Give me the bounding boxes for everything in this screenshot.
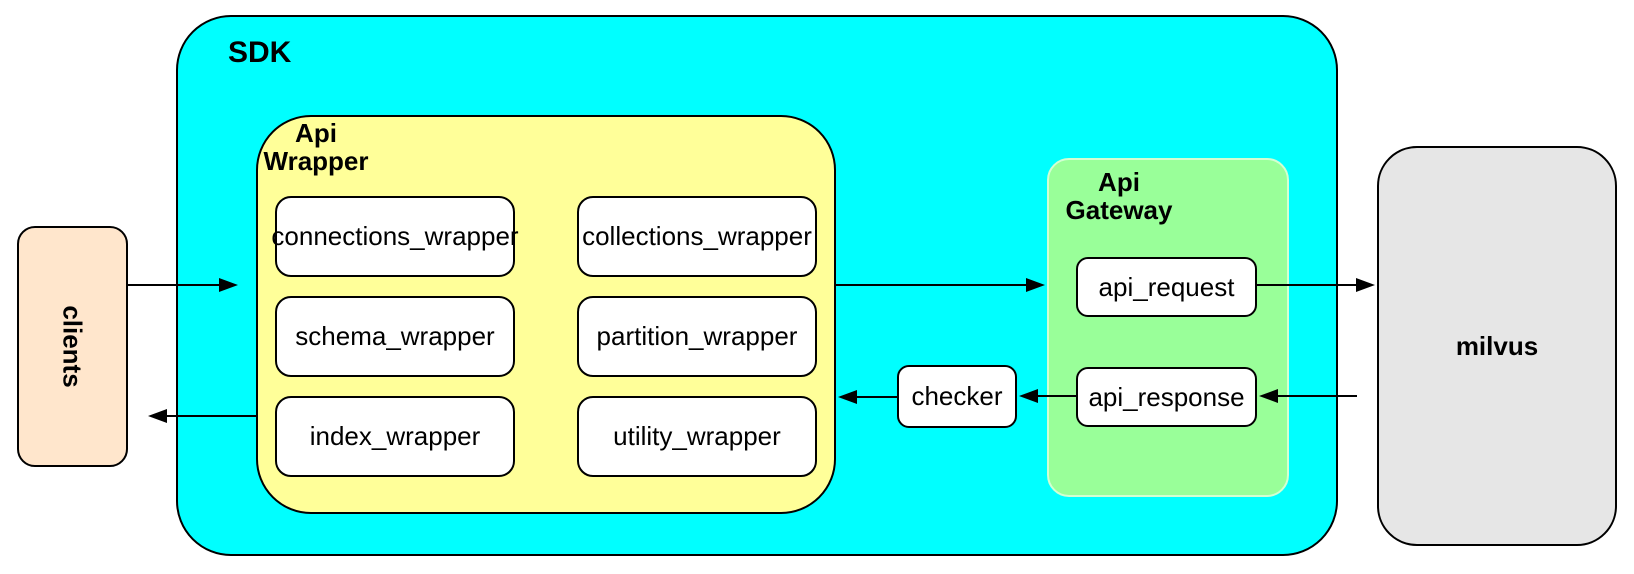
connections-wrapper-label: connections_wrapper: [271, 221, 519, 251]
checker-label: checker: [911, 381, 1003, 411]
api-wrapper-label: Api Wrapper: [256, 119, 376, 175]
arrow-milvus-to-response-head-icon: [1259, 389, 1278, 403]
api-gateway-label-line1: Api: [1098, 167, 1140, 197]
clients-node: clients: [17, 226, 128, 467]
schema-wrapper-label: schema_wrapper: [295, 321, 495, 351]
sdk-label: SDK: [228, 36, 292, 69]
api-gateway-label: Api Gateway: [1055, 168, 1183, 224]
schema-wrapper-node: schema_wrapper: [275, 296, 515, 377]
arrow-clients-to-sdk-head-icon: [219, 278, 238, 292]
checker-node: checker: [897, 365, 1017, 428]
collections-wrapper-label: collections_wrapper: [582, 221, 812, 251]
arrow-response-to-checker-line: [1038, 395, 1076, 397]
arrow-wrapper-to-clients-head-icon: [148, 409, 167, 423]
arrow-response-to-checker-head-icon: [1019, 389, 1038, 403]
index-wrapper-node: index_wrapper: [275, 396, 515, 477]
arrow-checker-to-wrapper-line: [857, 396, 897, 398]
api-response-node: api_response: [1076, 367, 1257, 427]
api-response-label: api_response: [1088, 381, 1245, 412]
arrow-wrapper-to-clients-line: [167, 415, 257, 417]
connections-wrapper-node: connections_wrapper: [271, 196, 519, 277]
utility-wrapper-label: utility_wrapper: [613, 421, 781, 451]
arrow-request-to-milvus-line: [1257, 284, 1357, 286]
milvus-label: milvus: [1455, 330, 1539, 361]
index-wrapper-label: index_wrapper: [309, 421, 481, 451]
partition-wrapper-node: partition_wrapper: [577, 296, 817, 377]
partition-wrapper-label: partition_wrapper: [596, 321, 798, 351]
api-gateway-label-line2: Gateway: [1065, 195, 1173, 225]
arrow-request-to-milvus-head-icon: [1356, 278, 1375, 292]
arrow-checker-to-wrapper-head-icon: [838, 390, 857, 404]
milvus-node: milvus: [1377, 146, 1617, 546]
arrow-milvus-to-response-line: [1278, 395, 1357, 397]
api-request-node: api_request: [1076, 257, 1257, 317]
api-wrapper-label-line2: Wrapper: [263, 146, 369, 176]
arrow-clients-to-sdk-line: [128, 284, 220, 286]
arrow-wrapper-to-gateway-line: [836, 284, 1027, 286]
api-gateway-container: [1047, 158, 1289, 497]
arrow-wrapper-to-gateway-head-icon: [1026, 278, 1045, 292]
api-wrapper-label-line1: Api: [295, 118, 337, 148]
api-request-label: api_request: [1098, 271, 1235, 302]
clients-label: clients: [58, 305, 88, 388]
utility-wrapper-node: utility_wrapper: [577, 396, 817, 477]
collections-wrapper-node: collections_wrapper: [577, 196, 817, 277]
